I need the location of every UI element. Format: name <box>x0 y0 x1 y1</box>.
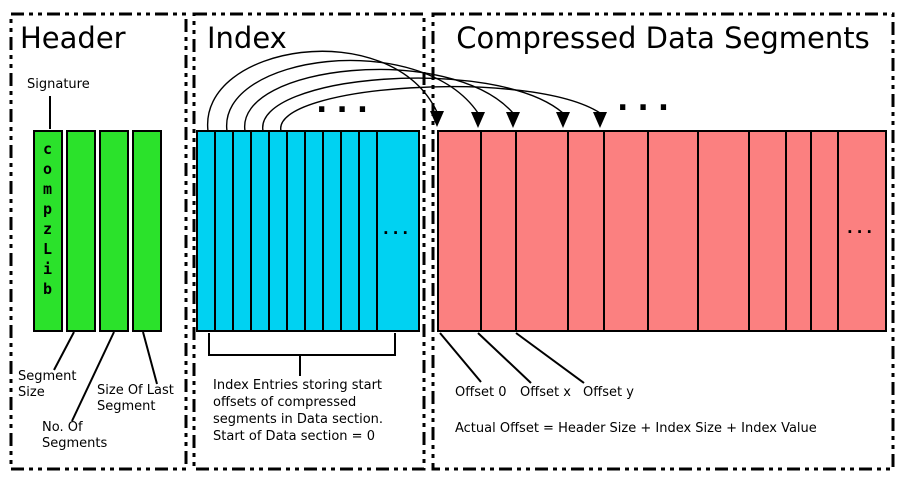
segment-cell <box>517 132 569 330</box>
offset0-pointer-line <box>439 332 482 383</box>
segment-cell <box>699 132 750 330</box>
index-caption-line: Start of Data section = 0 <box>213 429 375 444</box>
segment-cell <box>787 132 812 330</box>
segment-size-label: Segment Size <box>18 369 77 400</box>
offset-0-label: Offset 0 <box>455 385 507 400</box>
segment-cell <box>750 132 787 330</box>
header-section-title: Header <box>20 21 126 55</box>
index-block-ellipsis: ... <box>383 220 413 238</box>
size-of-last-pointer-line <box>142 331 158 385</box>
offsety-pointer-line <box>515 332 585 384</box>
no-of-segments-label: No. Of Segments <box>42 420 108 451</box>
header-field-segment-size <box>66 130 96 332</box>
segment-cell <box>569 132 605 330</box>
arrowhead-icon <box>506 112 520 128</box>
index-bracket <box>208 333 396 356</box>
offsetx-pointer-line <box>477 332 532 384</box>
segment-cell <box>605 132 649 330</box>
index-caption: Index Entries storing start offsets of c… <box>213 377 383 445</box>
index-section-title: Index <box>207 21 287 55</box>
arrowhead-icon <box>471 112 485 128</box>
arrowhead-icon <box>430 111 444 127</box>
index-arrow-curve-3 <box>244 68 514 132</box>
actual-offset-formula: Actual Offset = Header Size + Index Size… <box>455 421 817 436</box>
index-cell <box>324 132 342 330</box>
index-caption-line: Index Entries storing start <box>213 378 383 393</box>
index-cell <box>360 132 378 330</box>
index-cell <box>270 132 288 330</box>
index-cell <box>216 132 234 330</box>
index-cell <box>234 132 252 330</box>
header-field-no-of-segments <box>99 130 129 332</box>
segment-cell <box>649 132 699 330</box>
offset-x-label: Offset x <box>520 385 571 400</box>
compressed-segments-block <box>437 130 887 332</box>
segment-cell <box>439 132 482 330</box>
data-section-title: Compressed Data Segments <box>456 21 870 55</box>
data-block-ellipsis: ... <box>847 219 877 237</box>
index-caption-line: segments in Data section. <box>213 412 384 427</box>
index-caption-line: offsets of compressed <box>213 395 357 410</box>
arrowhead-icon <box>593 112 607 128</box>
index-cell <box>252 132 270 330</box>
header-field-size-of-last-segment <box>132 130 162 332</box>
segment-cell <box>812 132 839 330</box>
signature-value: compzLib <box>42 140 53 298</box>
index-cell <box>342 132 360 330</box>
data-arrows-ellipsis: ... <box>617 83 679 118</box>
index-cell <box>288 132 306 330</box>
index-arrow-curve-4 <box>262 77 564 132</box>
segment-size-pointer-line <box>53 331 75 371</box>
index-arrows-ellipsis: ... <box>316 85 378 120</box>
arrowhead-icon <box>556 112 570 128</box>
signature-label: Signature <box>27 77 90 92</box>
offset-y-label: Offset y <box>583 385 634 400</box>
size-of-last-segment-label: Size Of Last Segment <box>97 383 174 414</box>
index-cell <box>306 132 324 330</box>
index-cell <box>198 132 216 330</box>
segment-cell <box>482 132 517 330</box>
